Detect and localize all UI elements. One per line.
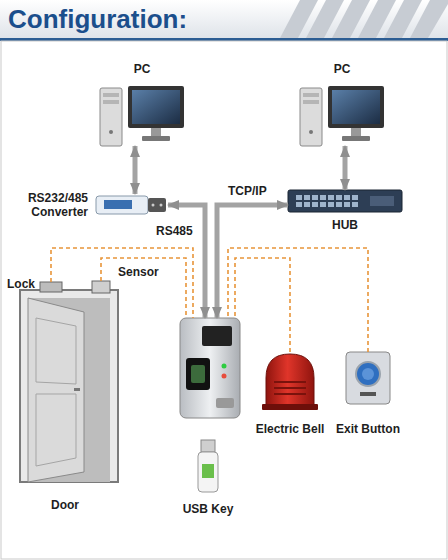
usb-key-box: USB Key	[198, 440, 218, 492]
header-band	[0, 0, 448, 41]
hub-picture	[288, 190, 402, 212]
hub-label: HUB	[332, 218, 358, 232]
converter-picture	[96, 196, 166, 214]
edge-label: TCP/IP	[226, 184, 269, 198]
sensor-box: Sensor	[92, 281, 110, 293]
reader-box	[180, 318, 240, 418]
cable-arrow	[168, 205, 205, 318]
computer-picture	[300, 86, 384, 146]
signal-wire	[228, 248, 368, 352]
computer-label: PC	[334, 62, 351, 76]
lock-box: Lock	[40, 282, 62, 292]
page-frame	[1, 41, 447, 559]
sensor-label: Sensor	[118, 265, 159, 279]
computer-box: PC	[100, 84, 184, 146]
exit-button-label: Exit Button	[336, 422, 400, 436]
signal-wire	[235, 258, 290, 352]
usb-key-label: USB Key	[183, 502, 234, 516]
cable-arrow	[343, 146, 348, 190]
electric-bell-box: Electric Bell	[262, 352, 318, 410]
electric-bell-label: Electric Bell	[256, 422, 325, 436]
signal-wire	[51, 248, 193, 318]
page-title: Configuration:	[8, 4, 187, 34]
door-label: Door	[51, 498, 79, 512]
lock-label: Lock	[7, 277, 35, 291]
usb-key-picture	[198, 440, 218, 492]
reader-picture	[180, 318, 240, 418]
door-box: Door	[20, 290, 118, 482]
sensor-picture	[92, 281, 110, 293]
computer-box: PC	[300, 84, 384, 146]
exit-button-box: Exit Button	[346, 352, 390, 404]
exit-button-picture	[346, 352, 390, 404]
edge-label: RS485	[154, 224, 195, 238]
cable-arrow	[133, 146, 138, 194]
door-picture	[20, 290, 118, 482]
converter-label: RS232/485 Converter	[16, 191, 88, 219]
lock-picture	[40, 282, 62, 292]
computer-label: PC	[134, 62, 151, 76]
signal-wire	[101, 258, 186, 318]
computer-picture	[100, 86, 184, 146]
bell-picture	[262, 354, 318, 410]
hub-box: HUB	[288, 190, 402, 212]
converter-box: RS232/485 Converter	[96, 194, 168, 216]
